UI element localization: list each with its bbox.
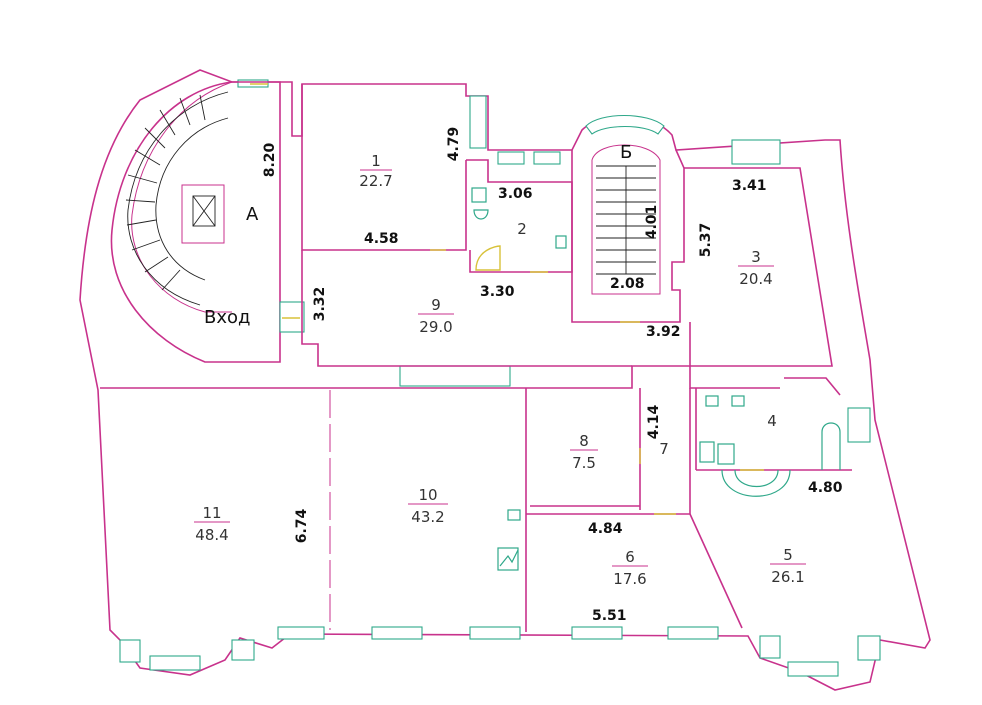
room-number: 9 [431, 296, 441, 314]
dim-4-80: 4.80 [808, 480, 843, 496]
room-label-3: 3 20.4 [738, 248, 774, 288]
dim-2-08: 2.08 [610, 276, 645, 292]
room-label-4: 4 [767, 412, 777, 430]
fixtures [471, 187, 841, 571]
dim-5-37: 5.37 [698, 223, 714, 258]
room-label-1: 1 22.7 [359, 152, 392, 190]
dim-6-74: 6.74 [294, 508, 310, 543]
dim-3-06: 3.06 [498, 186, 533, 202]
room-label-11: 11 48.4 [194, 504, 230, 544]
room-number: 8 [579, 432, 589, 450]
dim-4-79: 4.79 [446, 127, 462, 162]
room-label-7: 7 [659, 440, 669, 458]
room-number: 6 [625, 548, 635, 566]
dim-3-92: 3.92 [646, 324, 681, 340]
room-number: 5 [783, 546, 793, 564]
room-label-8: 8 7.5 [570, 432, 598, 472]
dim-8-20: 8.20 [262, 142, 278, 177]
dimensions: 8.20 4.79 3.06 3.41 4.58 4.01 5.37 3.32 … [262, 127, 843, 624]
room-number: 3 [751, 248, 761, 266]
room-area: 26.1 [771, 568, 804, 586]
dim-5-51: 5.51 [592, 608, 627, 624]
dim-3-30: 3.30 [480, 284, 515, 300]
dim-3-41: 3.41 [732, 178, 767, 194]
dim-4-84: 4.84 [588, 521, 623, 537]
dim-4-58: 4.58 [364, 231, 399, 247]
room-label-2: 2 [517, 220, 527, 238]
stair-b-label: Б [620, 142, 632, 163]
room-number: 10 [418, 486, 437, 504]
stair-a-block [110, 79, 281, 363]
room-area: 43.2 [411, 508, 444, 526]
room-area: 20.4 [739, 270, 772, 288]
room-number: 4 [767, 412, 777, 430]
entrance-label: Вход [204, 307, 250, 328]
room-label-9: 9 29.0 [418, 296, 454, 336]
interior-walls [301, 84, 852, 632]
room-label-10: 10 43.2 [408, 486, 448, 526]
stair-a-label: А [246, 204, 259, 225]
room-number: 7 [659, 440, 669, 458]
room-area: 48.4 [195, 526, 228, 544]
stair-b-treads [596, 165, 656, 275]
room-label-6: 6 17.6 [612, 548, 648, 588]
dim-4-01: 4.01 [644, 205, 660, 240]
windows [119, 95, 881, 677]
room-area: 22.7 [359, 172, 392, 190]
room-area: 29.0 [419, 318, 452, 336]
room-number: 1 [371, 152, 381, 170]
room-number: 2 [517, 220, 527, 238]
room-number: 11 [202, 504, 221, 522]
room-label-5: 5 26.1 [770, 546, 806, 586]
dim-3-32: 3.32 [312, 287, 328, 322]
room-area: 17.6 [613, 570, 646, 588]
doors [250, 83, 764, 515]
room-area: 7.5 [572, 454, 596, 472]
dim-4-14: 4.14 [646, 404, 662, 439]
